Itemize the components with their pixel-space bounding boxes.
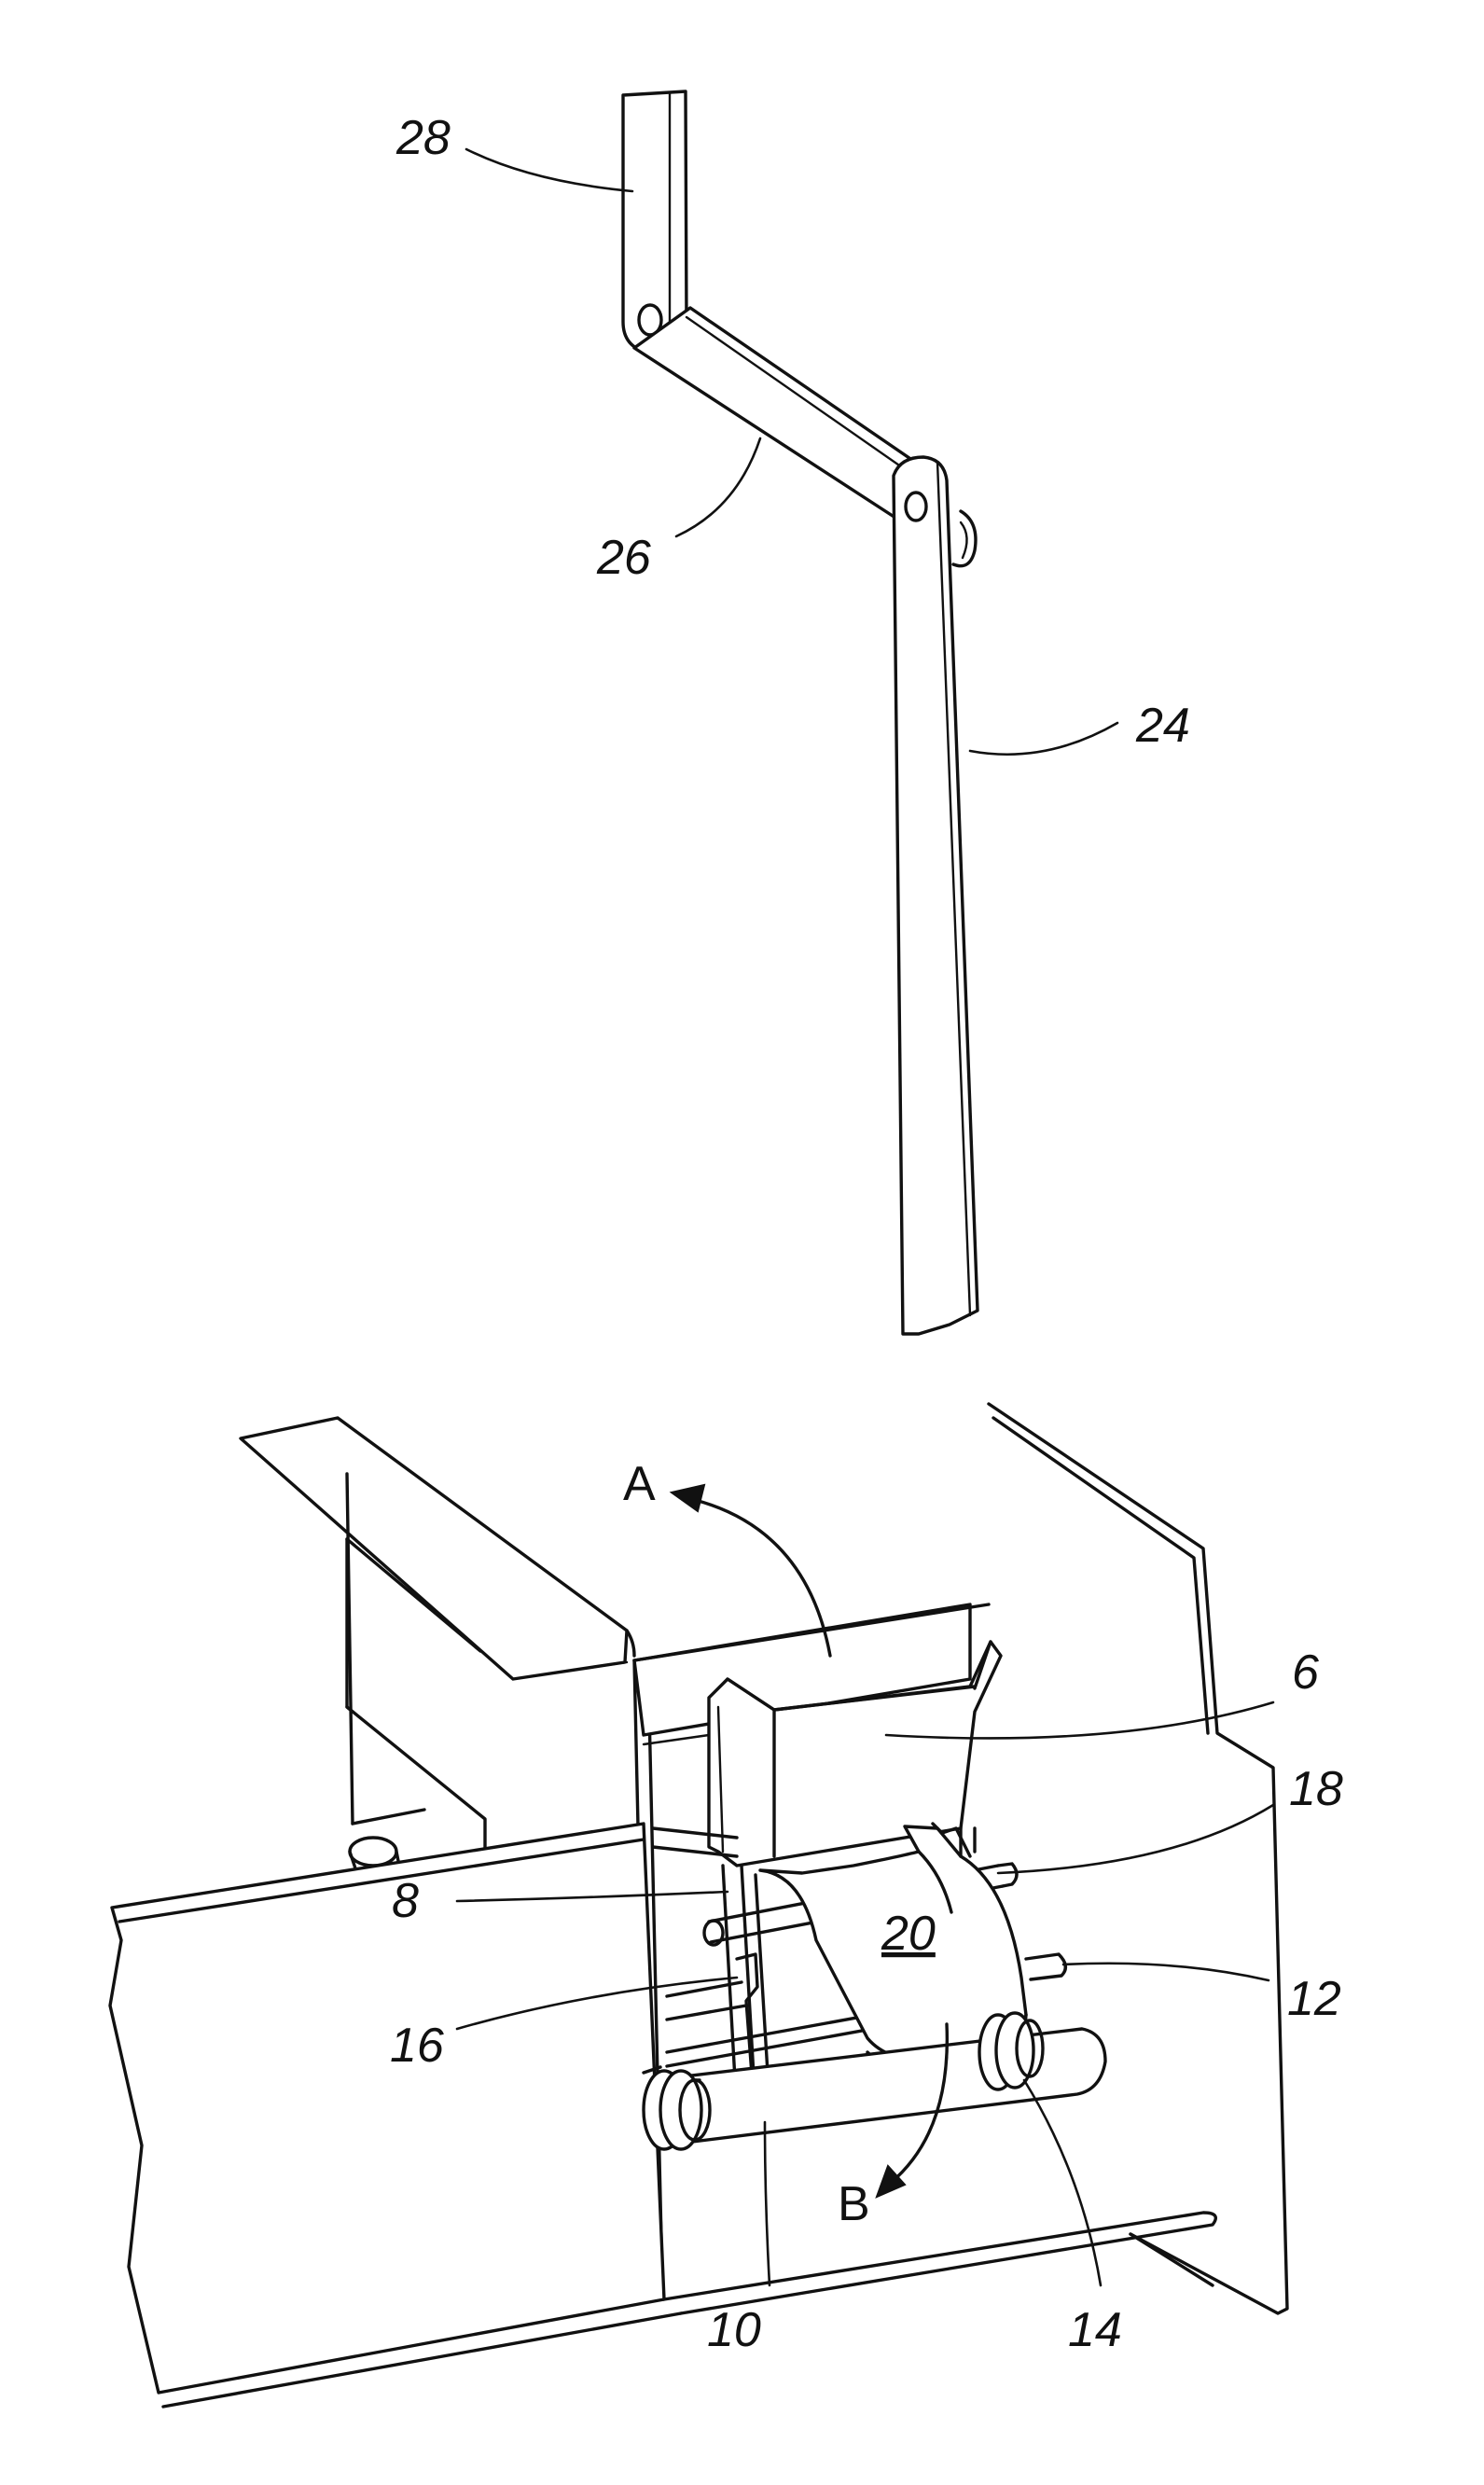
label-arrow-a: A <box>623 1457 656 1511</box>
left-top-plate <box>241 1418 634 1679</box>
label-20: 20 <box>881 1907 936 1961</box>
label-6: 6 <box>1292 1645 1319 1700</box>
upper-link-28 <box>623 91 687 353</box>
label-24: 24 <box>1135 699 1190 753</box>
crank-arm-26 <box>634 308 922 518</box>
label-26: 26 <box>596 531 651 585</box>
vertical-rod-24 <box>894 457 978 1334</box>
label-12: 12 <box>1287 1972 1341 2026</box>
label-18: 18 <box>1289 1762 1343 1816</box>
label-16: 16 <box>390 2019 444 2073</box>
label-8: 8 <box>392 1874 419 1928</box>
label-arrow-b: B <box>838 2177 870 2231</box>
label-10: 10 <box>707 2303 761 2357</box>
label-14: 14 <box>1068 2303 1122 2357</box>
label-28: 28 <box>395 111 451 165</box>
